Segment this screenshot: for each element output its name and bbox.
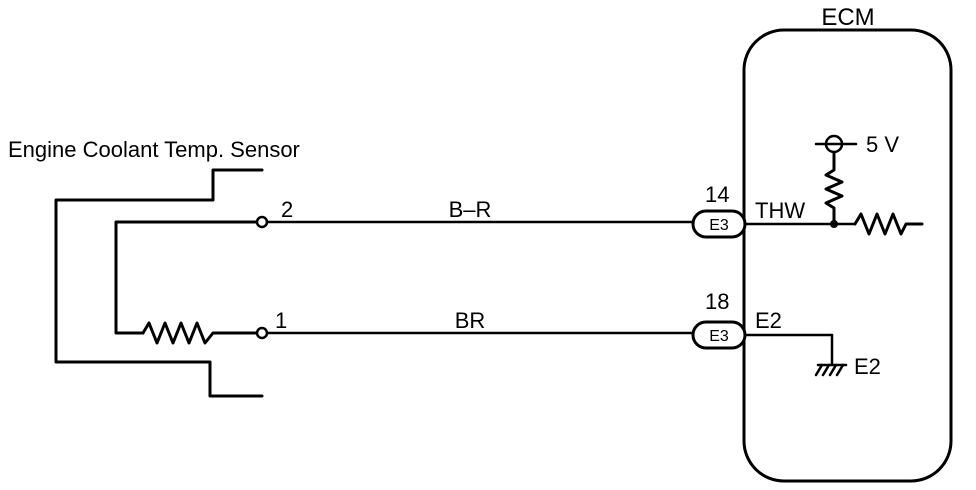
sensor-thermistor — [141, 321, 264, 345]
ecm-pin-14-label: 14 — [705, 182, 729, 207]
terminal-thw-label: THW — [755, 198, 805, 223]
ecm-thw-resistor — [853, 212, 924, 236]
sensor-pin-2 — [255, 215, 269, 229]
sensor-title: Engine Coolant Temp. Sensor — [8, 137, 300, 162]
sensor-pin-1-label: 1 — [275, 308, 287, 333]
sensor-pin-2-label: 2 — [281, 197, 293, 222]
sensor-internal-wire — [114, 220, 264, 335]
terminal-e2-label: E2 — [755, 308, 782, 333]
sensor-pin-1 — [255, 326, 269, 340]
ground-hatch — [814, 363, 845, 377]
connector-e3-thw-label: E3 — [709, 217, 729, 234]
ground-label: E2 — [854, 354, 881, 379]
sensor-body — [54, 168, 264, 398]
wire-br-color: BR — [455, 308, 486, 333]
ecm-pullup-resistor — [824, 150, 844, 226]
ecm-title: ECM — [821, 4, 874, 31]
supply-label: 5 V — [866, 132, 899, 157]
connector-e3-e2-label: E3 — [709, 328, 729, 345]
ecm-box — [742, 28, 953, 483]
ecm-pin-18-label: 18 — [705, 289, 729, 314]
wire-b-r-color: B–R — [449, 197, 492, 222]
